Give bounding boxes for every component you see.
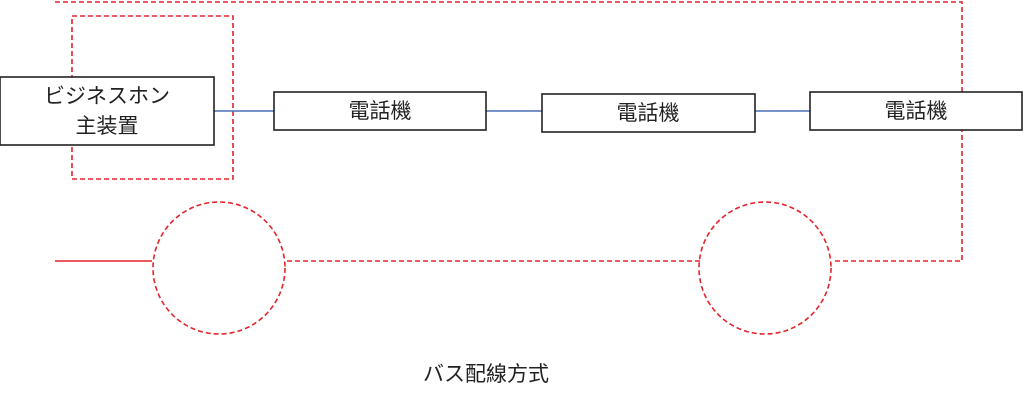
phone-label-1: 電話機 <box>349 99 412 123</box>
diagram-caption: バス配線方式 <box>423 362 549 386</box>
phone-label-2: 電話機 <box>617 101 680 125</box>
phone-label-3: 電話機 <box>885 99 948 123</box>
phone-box-1 <box>273 91 487 131</box>
bus-window-outline <box>71 15 234 180</box>
main-unit-label-line1: ビジネスホン <box>44 84 170 108</box>
main-unit-box <box>0 76 215 146</box>
main-unit-label-line2: 主装置 <box>76 114 139 138</box>
bus-wheel-rear <box>698 201 832 335</box>
bus-body-outline <box>55 1 963 262</box>
phone-box-2 <box>541 93 756 133</box>
phone-box-3 <box>809 91 1023 131</box>
bus-wheel-front <box>152 201 286 335</box>
